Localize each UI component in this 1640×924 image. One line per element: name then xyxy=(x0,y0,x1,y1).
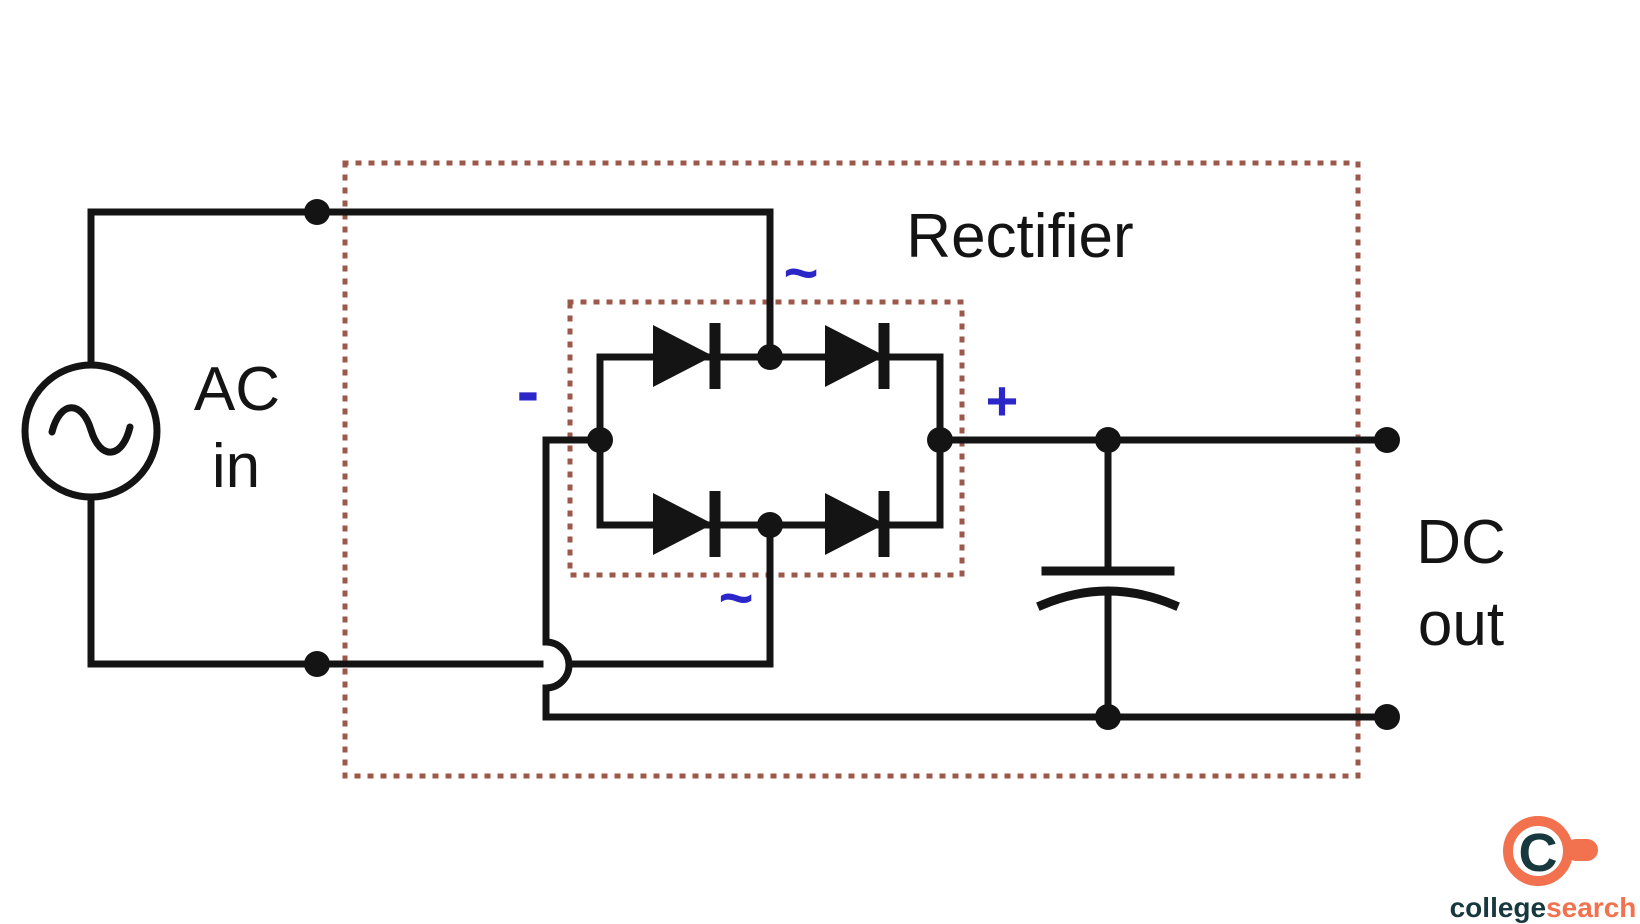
diode-top-right-icon xyxy=(825,323,890,389)
junction-dot xyxy=(1095,427,1121,453)
diode-top-left-icon xyxy=(653,323,721,389)
logo-wordmark-accent: search xyxy=(1546,892,1636,923)
label-rectifier: Rectifier xyxy=(906,202,1133,271)
capacitor-icon xyxy=(1036,436,1180,721)
ac-source-icon xyxy=(21,361,161,501)
wire-hop-icon xyxy=(542,638,573,692)
junction-dot xyxy=(757,344,783,370)
label-negative: - xyxy=(517,353,540,429)
junction-dot xyxy=(587,427,613,453)
junction-dot xyxy=(927,427,953,453)
logo-wordmark-primary: college xyxy=(1450,892,1546,923)
junction-dot xyxy=(304,199,330,225)
brand-logo: C collegesearch xyxy=(1450,816,1637,923)
rectifier-block-boundary-icon xyxy=(342,160,1361,779)
diode-bottom-right-icon xyxy=(825,491,890,557)
wire-negative-rail xyxy=(542,436,1391,721)
logo-monogram: C xyxy=(1519,823,1558,883)
label-ac-in: in xyxy=(212,432,260,501)
capacitor-plate-bottom xyxy=(1036,586,1180,611)
label-dc-out: out xyxy=(1418,590,1504,659)
sine-wave-icon xyxy=(48,404,134,456)
label-ac-node-bottom: ~ xyxy=(718,564,753,631)
junction-dot xyxy=(1095,704,1121,730)
junction-dot xyxy=(757,512,783,538)
dc-bottom-terminal xyxy=(1374,704,1400,730)
magnifier-icon xyxy=(1503,816,1598,886)
junction-dot xyxy=(304,651,330,677)
logo-wordmark: collegesearch xyxy=(1450,892,1637,923)
dc-top-terminal xyxy=(1374,427,1400,453)
junction-dots xyxy=(304,199,1400,730)
wire-ac-bottom xyxy=(87,493,774,668)
wire-ac-top xyxy=(87,208,774,369)
label-dc: DC xyxy=(1416,508,1506,577)
label-positive: + xyxy=(986,369,1019,432)
diode-bottom-left-icon xyxy=(653,491,721,557)
label-ac: AC xyxy=(194,355,280,424)
label-ac-node-top: ~ xyxy=(783,239,818,306)
